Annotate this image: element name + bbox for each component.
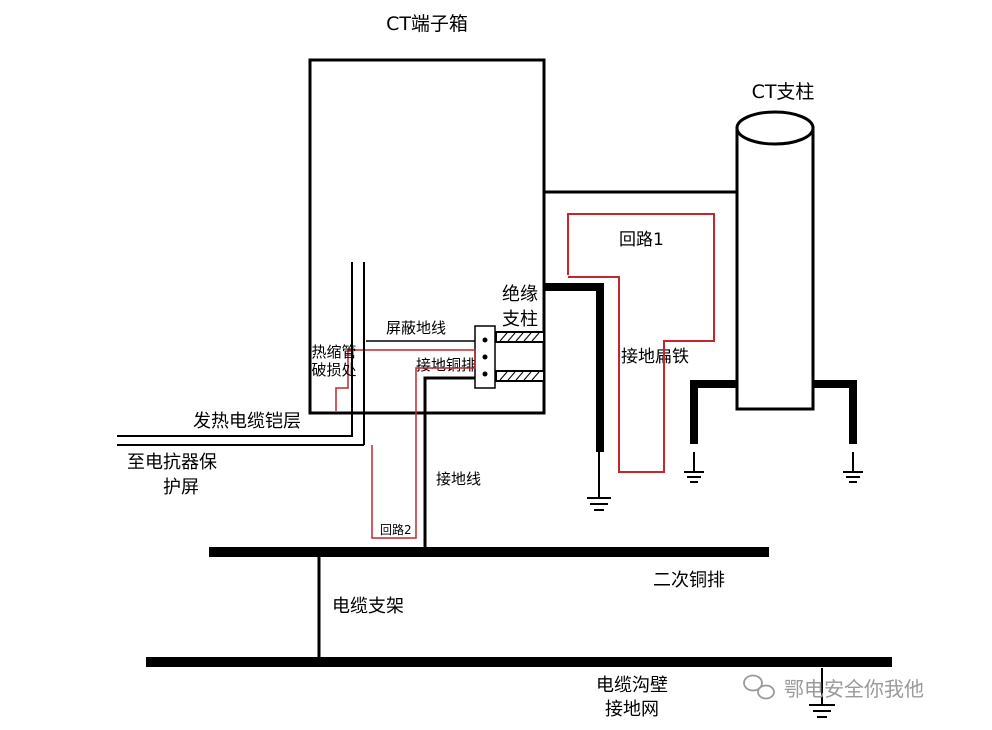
label-insulated-post-2: 支柱	[502, 309, 538, 330]
label-heating-cable-armor: 发热电缆铠层	[193, 411, 301, 432]
pillar-ground-right	[813, 380, 857, 444]
ct-box-title: CT端子箱	[386, 13, 468, 35]
heating-cable-armor	[117, 428, 353, 437]
label-trench-1: 电缆沟壁	[596, 675, 668, 696]
ground-symbol-trench	[809, 668, 835, 718]
ct-pillar	[735, 110, 815, 411]
label-ground-wire: 接地线	[436, 470, 481, 488]
label-insulated-post-1: 绝缘	[502, 284, 538, 305]
loop-1-path	[567, 213, 715, 473]
label-cable-support: 电缆支架	[332, 596, 404, 617]
label-secondary-copper-bar: 二次铜排	[653, 570, 725, 591]
insulated-post-lower	[495, 370, 545, 382]
label-to-reactor-1: 至电抗器保	[127, 452, 217, 473]
label-loop-1: 回路1	[619, 230, 664, 250]
label-heat-shrink-1: 热缩管	[311, 343, 356, 361]
ground-symbol-left	[684, 452, 704, 483]
loop-2-path	[335, 349, 476, 539]
ct-terminal-box	[308, 58, 546, 415]
watermark-text: 鄂电安全你我他	[784, 677, 924, 701]
ground-flat-iron	[544, 283, 604, 452]
ground-wire	[423, 376, 475, 552]
label-shield-ground-wire: 屏蔽地线	[386, 319, 446, 337]
label-heat-shrink-2: 破损处	[311, 361, 356, 379]
ct-pillar-title: CT支柱	[752, 81, 815, 103]
label-trench-2: 接地网	[605, 699, 659, 720]
label-ground-copper-bar: 接地铜排	[416, 356, 476, 374]
wechat-icon	[743, 674, 775, 700]
label-loop-2: 回路2	[380, 522, 412, 537]
pillar-ground-left	[690, 380, 737, 444]
label-ground-flat-iron: 接地扁铁	[621, 347, 689, 367]
insulated-post-upper	[495, 331, 545, 343]
ground-symbol-right	[843, 452, 863, 483]
ground-symbol-flat-iron	[587, 452, 611, 511]
label-to-reactor-2: 护屏	[163, 477, 199, 498]
ground-copper-bar-block	[474, 325, 496, 389]
